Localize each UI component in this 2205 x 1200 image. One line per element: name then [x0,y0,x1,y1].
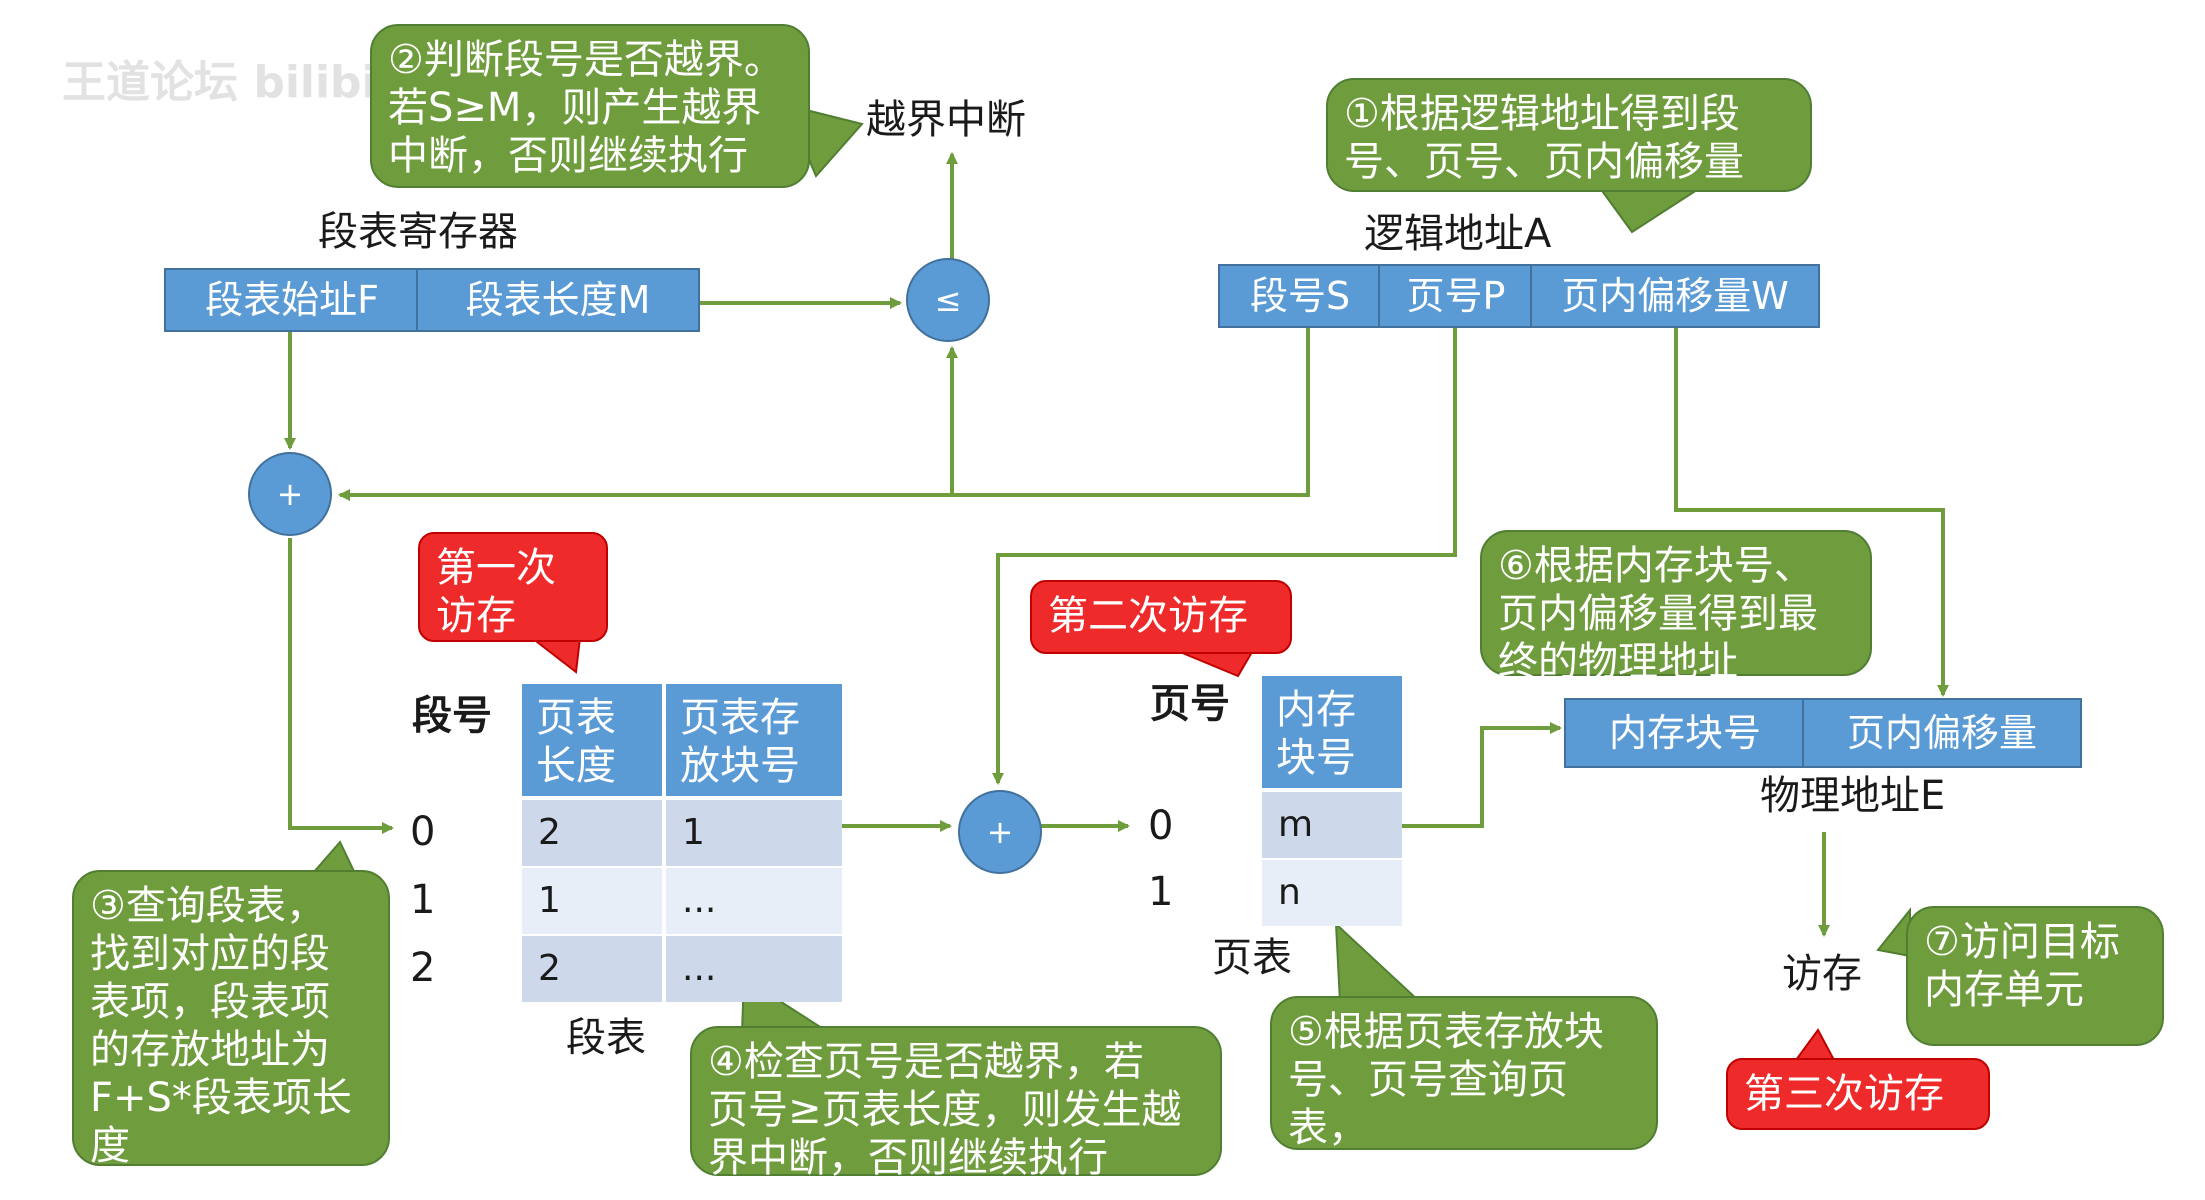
page-table-caption: 页表 [1212,935,1292,981]
arrow-plus-to-segtable [288,538,394,834]
callout-step5: ⑤根据页表存放块 号、页号查询页表， 找到对应页表项 [1270,996,1658,1199]
seg-row-2-length: 2 [522,936,662,1002]
page-row-0-block: m [1262,792,1402,858]
seg-table-header-page-block: 页表存 放块号 [666,684,842,796]
arrow-pageno-to-plus2 [992,327,1457,785]
seg-register-title: 段表寄存器 [318,209,518,255]
physical-address-title: 物理地址E [1760,773,1946,819]
physical-offset-box: 页内偏移量 [1802,698,2082,768]
seg-table-length-box: 段表长度M [416,268,700,332]
plus-operator-1: + [248,452,332,536]
arrow-offset-to-physical [1674,327,1949,697]
seg-index-1: 1 [410,877,436,923]
physical-block-box: 内存块号 [1564,698,1806,768]
callout-step1: ①根据逻辑地址得到段 号、页号、页内偏移量 [1326,78,1812,192]
first-access-tail [529,637,582,674]
seg-row-1-length: 1 [522,868,662,934]
page-table-header-block: 内存 块号 [1262,676,1402,788]
seg-index-2: 2 [410,945,436,991]
memory-access-label: 访存 [1782,951,1862,997]
callout-step7: ⑦访问目标 内存单元 [1906,906,2164,1046]
logical-address-title: 逻辑地址A [1364,211,1552,257]
callout-step5-tail [1334,921,1423,1003]
plus-operator-2: + [958,790,1042,874]
page-number-header: 页号 [1150,681,1230,727]
seg-table-start-box: 段表始址F [164,268,420,332]
seg-row-1-block: ... [666,868,842,934]
page-index-1: 1 [1148,869,1174,915]
callout-step2: ②判断段号是否越界。 若S≥M，则产生越界 中断，否则继续执行 [370,24,810,188]
segment-number-header: 段号 [412,693,492,739]
seg-row-0-length: 2 [522,800,662,866]
segment-table-caption: 段表 [566,1015,646,1061]
callout-step6: ⑥根据内存块号、 页内偏移量得到最 终的物理地址 [1480,530,1872,685]
arrow-pagetable-to-physical [1401,722,1562,828]
page-row-1-block: n [1262,860,1402,926]
page-number-box: 页号P [1378,264,1534,328]
callout-step3: ③查询段表， 找到对应的段 表项，段表项 的存放地址为 F+S*段表项长 度 [72,870,390,1169]
second-access-badge: 第二次访存 [1030,580,1292,654]
seg-table-header-page-length: 页表 长度 [522,684,662,796]
callout-step1-tail [1598,187,1704,234]
watermark-logo: 王道论坛 bilibili [62,57,407,108]
second-access-tail [1179,651,1254,678]
seg-row-0-block: 1 [666,800,842,866]
page-index-0: 0 [1148,803,1174,849]
third-access-tail [1794,1028,1836,1061]
third-access-badge: 第三次访存 [1726,1058,1990,1130]
compare-operator: ≤ [906,258,990,342]
first-access-badge: 第一次 访存 [418,532,608,642]
seg-index-0: 0 [410,809,436,855]
segment-number-box: 段号S [1218,264,1382,328]
callout-step4: ④检查页号是否越界，若 页号≥页表长度，则发生越 界中断，否则继续执行 [690,1026,1222,1181]
overflow-interrupt-label: 越界中断 [866,97,1026,143]
page-offset-box: 页内偏移量W [1530,264,1820,328]
arrow-segno-to-plus [338,327,1310,501]
seg-row-2-block: ... [666,936,842,1002]
